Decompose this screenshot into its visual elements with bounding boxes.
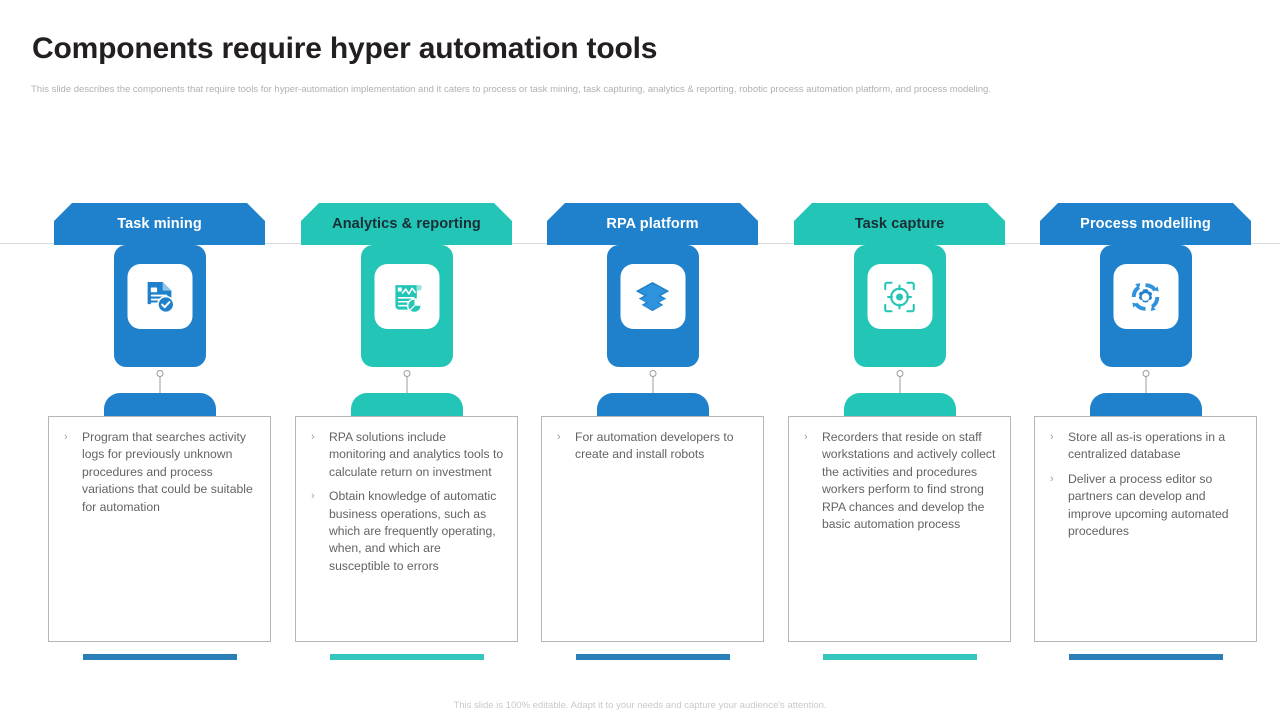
footer-note: This slide is 100% editable. Adapt it to…: [453, 700, 827, 711]
page-title: Components require hyper automation tool…: [32, 32, 658, 65]
column-icon-stage: [54, 245, 265, 374]
column-text-box: › RPA solutions include monitoring and an…: [295, 416, 518, 642]
chevron-right-icon: ›: [64, 431, 68, 443]
column-connector: [794, 370, 1005, 427]
bullet-text: Obtain knowledge of automatic business o…: [329, 489, 497, 573]
column-banner: Task capture: [794, 203, 1005, 245]
bullet-text: RPA solutions include monitoring and ana…: [329, 430, 504, 479]
column-title: RPA platform: [606, 216, 699, 232]
column-title: Analytics & reporting: [332, 216, 481, 232]
chevron-right-icon: ›: [1050, 431, 1054, 443]
bullet-list: › Program that searches activity logs for…: [59, 429, 258, 516]
column-connector: [54, 370, 265, 427]
bullet-list: › Recorders that reside on staff workstat…: [799, 429, 998, 533]
bullet-text: For automation developers to create and …: [575, 430, 734, 462]
component-column-analytics-reporting[interactable]: Analytics & reporting: [283, 203, 530, 660]
column-underline-bar: [822, 654, 977, 660]
list-item: › RPA solutions include monitoring and an…: [306, 429, 505, 481]
bullet-text: Deliver a process editor so partners can…: [1068, 471, 1229, 539]
bullet-text: Recorders that reside on staff workstati…: [822, 430, 996, 532]
column-icon-stage: [1040, 245, 1251, 374]
column-title: Task mining: [117, 216, 202, 232]
column-connector: [301, 370, 512, 427]
bullet-list: › RPA solutions include monitoring and an…: [306, 429, 505, 575]
column-text-box: › Program that searches activity logs for…: [48, 416, 271, 642]
page-subtitle: This slide describes the components that…: [31, 84, 991, 95]
list-item: › Deliver a process editor so partners ca…: [1045, 471, 1244, 541]
chevron-right-icon: ›: [311, 431, 315, 443]
layers-stack-icon: [620, 264, 685, 329]
column-title: Task capture: [854, 216, 945, 232]
bullet-list: › For automation developers to create and…: [552, 429, 751, 464]
bullet-text: Program that searches activity logs for …: [82, 430, 253, 514]
component-column-rpa-platform[interactable]: RPA platform ›For automation: [529, 203, 776, 660]
column-underline-bar: [82, 654, 237, 660]
column-banner: RPA platform: [547, 203, 758, 245]
document-check-icon: [127, 264, 192, 329]
column-connector: [547, 370, 758, 427]
column-text-box: › Store all as-is operations in a central…: [1034, 416, 1257, 642]
chevron-right-icon: ›: [1050, 472, 1054, 485]
list-item: › For automation developers to create and…: [552, 429, 751, 464]
column-text-box: › For automation developers to create and…: [541, 416, 764, 642]
column-underline-bar: [1068, 654, 1223, 660]
chevron-right-icon: ›: [804, 431, 808, 443]
target-capture-icon: [867, 264, 932, 329]
chevron-right-icon: ›: [311, 490, 315, 503]
bullet-list: › Store all as-is operations in a central…: [1045, 429, 1244, 540]
list-item: › Recorders that reside on staff workstat…: [799, 429, 998, 533]
column-icon-stage: [547, 245, 758, 374]
column-title: Process modelling: [1080, 216, 1211, 232]
bullet-text: Store all as-is operations in a centrali…: [1068, 430, 1226, 462]
column-banner: Task mining: [54, 203, 265, 245]
column-icon-stage: [301, 245, 512, 374]
component-column-process-modelling[interactable]: Process modelling: [1022, 203, 1269, 660]
list-item: › Obtain knowledge of automatic business …: [306, 488, 505, 575]
column-banner: Analytics & reporting: [301, 203, 512, 245]
column-icon-stage: [794, 245, 1005, 374]
gear-refresh-icon: [1113, 264, 1178, 329]
list-item: › Program that searches activity logs for…: [59, 429, 258, 516]
column-underline-bar: [329, 654, 484, 660]
report-chart-icon: [374, 264, 439, 329]
chevron-right-icon: ›: [557, 431, 561, 443]
list-item: › Store all as-is operations in a central…: [1045, 429, 1244, 464]
component-column-task-mining[interactable]: Task mining: [36, 203, 283, 660]
component-column-task-capture[interactable]: Task capture: [776, 203, 1023, 660]
column-banner: Process modelling: [1040, 203, 1251, 245]
column-underline-bar: [575, 654, 730, 660]
column-text-box: › Recorders that reside on staff workstat…: [788, 416, 1011, 642]
column-connector: [1040, 370, 1251, 427]
